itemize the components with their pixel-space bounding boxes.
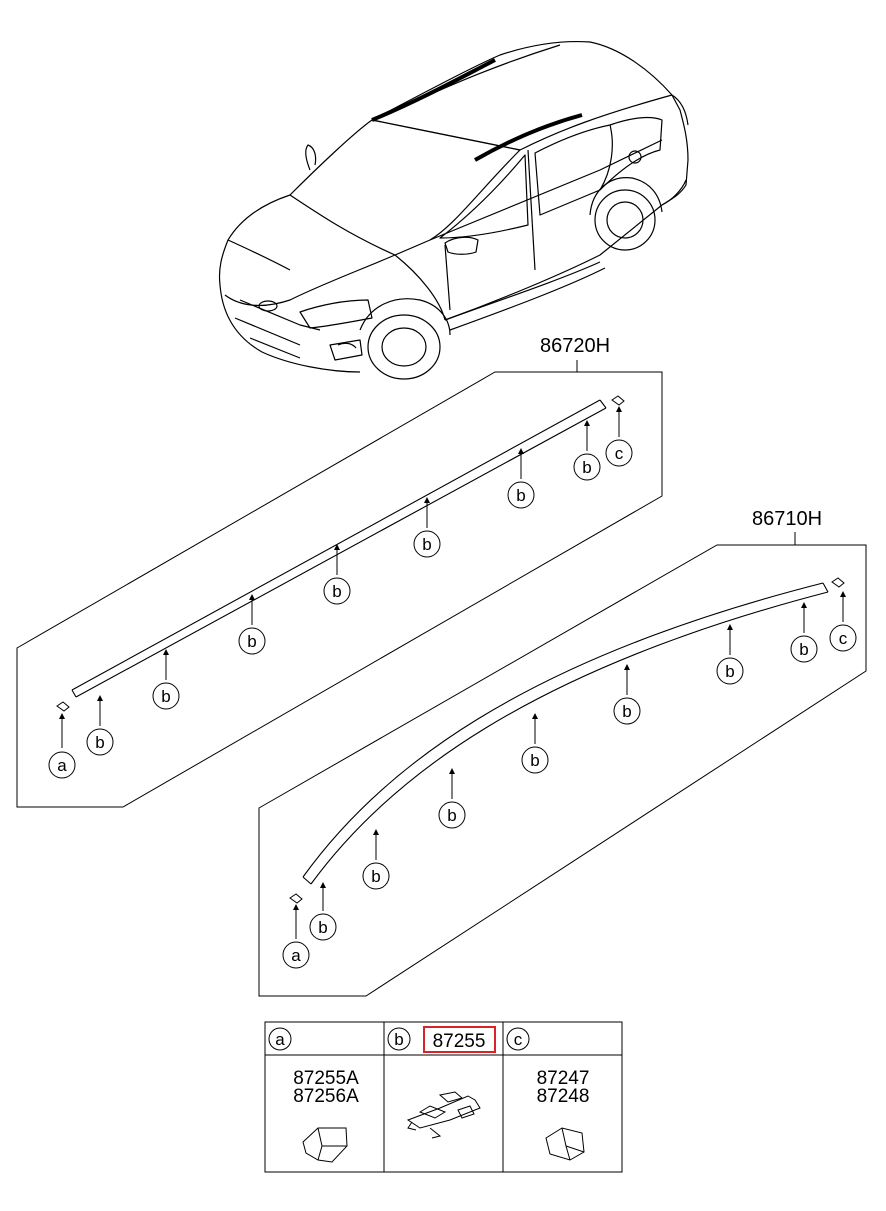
callout-b-lower-7: b [799, 640, 808, 659]
callout-b-upper-4: b [332, 582, 341, 601]
table-header-c-circle [506, 1027, 530, 1051]
clip-a-upper [56, 701, 70, 712]
callout-b-lower-5: b [622, 702, 631, 721]
roof-moulding-strip-lower [302, 582, 829, 885]
callout-b-upper-5: b [422, 535, 431, 554]
callout-c-upper: c [615, 444, 624, 463]
part-number-87247[interactable]: 87247 [537, 1068, 590, 1089]
part-number-87256A[interactable]: 87256A [293, 1086, 359, 1107]
callout-b-lower-2: b [371, 867, 380, 886]
callout-b-lower-1: b [318, 918, 327, 937]
callouts-lower: a b b b b b b b c [282, 591, 857, 969]
part-number-86710H: 86710H [752, 508, 822, 530]
callout-a-upper: a [57, 756, 67, 775]
clip-b-illustration [406, 1091, 481, 1139]
clip-c-lower [831, 577, 845, 588]
table-header-b-circle [387, 1027, 411, 1051]
callout-a-lower: a [291, 946, 301, 965]
callout-b-lower-6: b [725, 662, 734, 681]
part-number-87255[interactable]: 87255 [433, 1031, 486, 1052]
car-illustration [218, 41, 689, 380]
callout-b-upper-7: b [582, 458, 591, 477]
callout-b-upper-1: b [95, 733, 104, 752]
callout-b-upper-3: b [247, 632, 256, 651]
parts-table [264, 1021, 623, 1173]
roof-moulding-strip-upper [71, 399, 607, 698]
clip-a-lower [289, 893, 303, 904]
clip-c-illustration [545, 1127, 585, 1161]
clip-c-upper [611, 395, 625, 406]
highlight-box-87255 [423, 1026, 496, 1053]
callouts-upper: a b b b b b b b c [48, 406, 633, 779]
callout-b-upper-2: b [161, 687, 170, 706]
table-header-a-circle [268, 1027, 292, 1051]
assembly-panel-lower [258, 532, 867, 997]
table-header-b: b [394, 1030, 403, 1049]
callout-c-lower: c [839, 629, 848, 648]
callout-b-lower-3: b [447, 806, 456, 825]
table-header-c: c [514, 1030, 523, 1049]
callout-b-lower-4: b [530, 751, 539, 770]
clip-a-illustration [302, 1127, 348, 1163]
table-header-a: a [275, 1030, 285, 1049]
assembly-panel-upper [16, 360, 663, 808]
part-number-87255A[interactable]: 87255A [293, 1068, 359, 1089]
part-number-86720H: 86720H [540, 335, 610, 357]
part-number-87248[interactable]: 87248 [537, 1086, 590, 1107]
callout-b-upper-6: b [516, 486, 525, 505]
